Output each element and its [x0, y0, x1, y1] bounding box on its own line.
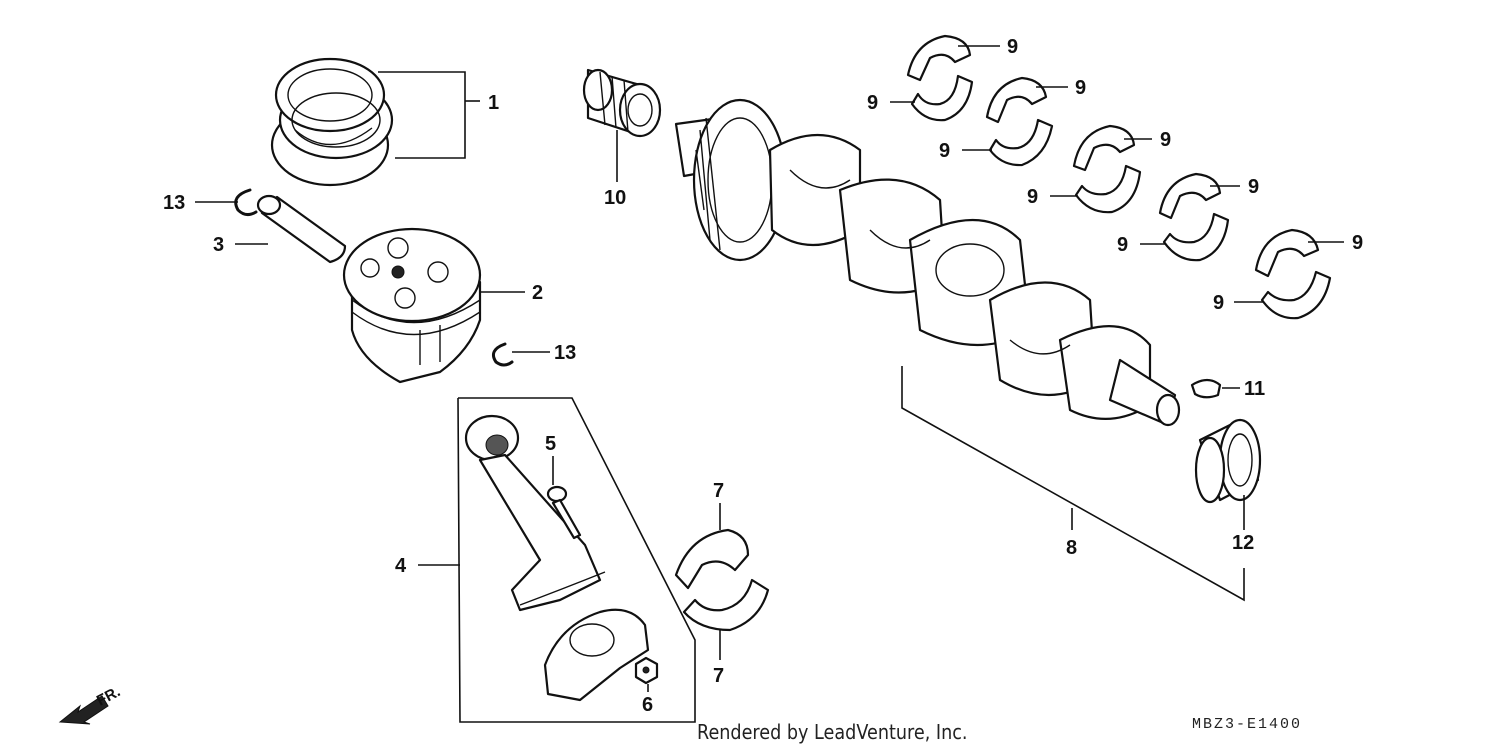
connecting-rod	[464, 414, 606, 612]
callout-13b: 13	[554, 342, 576, 364]
callout-3: 3	[213, 234, 224, 256]
piston-pin-clip-right	[492, 342, 514, 367]
crank-roller-bearing	[1194, 418, 1262, 504]
needle-bearing	[582, 68, 662, 138]
conrod-bolt	[546, 485, 582, 540]
callout-13a: 13	[163, 192, 185, 214]
render-credit: Rendered by LeadVenture, Inc.	[697, 720, 968, 744]
piston-rings	[270, 57, 394, 187]
callout-1: 1	[488, 92, 499, 114]
piston-pin-clip-left	[234, 188, 258, 217]
callout-9: 9	[1007, 36, 1018, 58]
callout-5: 5	[545, 433, 556, 455]
main-bearing-pair-3	[1072, 124, 1142, 214]
callout-7a: 7	[713, 480, 724, 502]
callout-7b: 7	[713, 665, 724, 687]
main-bearing-pair-2	[985, 76, 1054, 167]
diagram-code: MBZ3-E1400	[1192, 716, 1303, 733]
callout-9: 9	[1160, 129, 1171, 151]
crankshaft	[674, 98, 1181, 427]
callout-2: 2	[532, 282, 543, 304]
conrod-nut	[634, 656, 659, 685]
conrod-bearing-upper	[674, 528, 750, 590]
callout-9: 9	[867, 92, 878, 114]
callout-9: 9	[1075, 77, 1086, 99]
callout-9: 9	[1027, 186, 1038, 208]
callout-11: 11	[1244, 378, 1265, 400]
callout-6: 6	[642, 694, 653, 716]
conrod-cap	[543, 608, 650, 702]
callout-12: 12	[1232, 532, 1254, 554]
callout-9: 9	[1213, 292, 1224, 314]
main-bearing-pair-1	[906, 34, 974, 122]
conrod-bearing-lower	[682, 578, 770, 632]
piston	[342, 227, 482, 384]
callout-9: 9	[1352, 232, 1363, 254]
callout-10: 10	[604, 187, 626, 209]
front-direction-arrow: FR.	[58, 683, 123, 725]
callout-4: 4	[395, 555, 407, 577]
callout-9: 9	[1248, 176, 1259, 198]
conrod-group-outline	[457, 397, 696, 723]
woodruff-key	[1190, 378, 1222, 399]
leader-lines	[195, 45, 1344, 692]
callout-9: 9	[939, 140, 950, 162]
main-bearing-pair-5	[1254, 228, 1332, 320]
callout-9: 9	[1117, 234, 1128, 256]
callout-8: 8	[1066, 537, 1077, 559]
piston-pin	[256, 194, 347, 264]
main-bearing-pair-4	[1158, 172, 1230, 262]
